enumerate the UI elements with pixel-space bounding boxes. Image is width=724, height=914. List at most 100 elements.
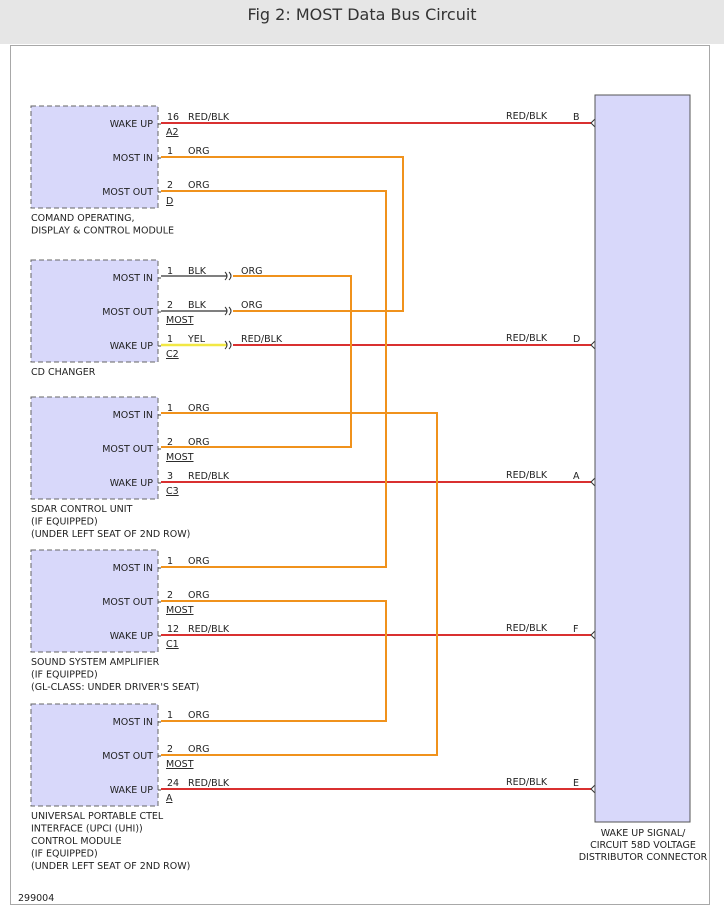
figure-header: Fig 2: MOST Data Bus Circuit bbox=[0, 0, 724, 44]
wire-color-label-cd-1: BLK bbox=[188, 300, 207, 311]
pin-label-upci-2: WAKE UP bbox=[110, 785, 154, 796]
splice-cd-out-b bbox=[228, 306, 232, 316]
pin-number-amp-0: 1 bbox=[167, 556, 173, 567]
pin-label-cd-0: MOST IN bbox=[113, 273, 153, 284]
connector-chevron-3-0 bbox=[590, 629, 597, 641]
connector-id-upci-1: A bbox=[166, 793, 173, 804]
distributor-wire-color-label-2: RED/BLK bbox=[506, 470, 548, 481]
diagram-frame: RED/BLK B RED/BLK D RED/BLK A RED/BLK F RED/BLK E… bbox=[10, 45, 710, 905]
wire-color-label-after-cd-2: RED/BLK bbox=[241, 334, 283, 345]
connector-id-amp-1: C1 bbox=[166, 639, 179, 650]
pin-number-comand-1: 1 bbox=[167, 146, 173, 157]
distributor-pin-letter-1: D bbox=[573, 334, 580, 345]
pin-label-cd-2: WAKE UP bbox=[110, 341, 154, 352]
wire-color-label-sdar-0: ORG bbox=[188, 403, 209, 414]
figure-title: Fig 2: MOST Data Bus Circuit bbox=[247, 5, 477, 24]
most-wire-cd-in bbox=[161, 275, 352, 448]
distributor-label-0: WAKE UP SIGNAL/ bbox=[601, 828, 686, 839]
pin-number-comand-2: 2 bbox=[167, 180, 173, 191]
pin-number-sdar-1: 2 bbox=[167, 437, 173, 448]
pin-label-sdar-2: WAKE UP bbox=[110, 478, 154, 489]
figure-id: 299004 bbox=[18, 893, 54, 904]
wire-color-label-comand-2: ORG bbox=[188, 180, 209, 191]
connector-id-cd-1: C2 bbox=[166, 349, 179, 360]
module-label-amp-2: (GL-CLASS: UNDER DRIVER'S SEAT) bbox=[31, 682, 199, 693]
module-label-sdar-2: (UNDER LEFT SEAT OF 2ND ROW) bbox=[31, 529, 190, 540]
module-label-upci-0: UNIVERSAL PORTABLE CTEL bbox=[31, 811, 164, 822]
splice-cd-in bbox=[224, 271, 232, 281]
pin-number-cd-1: 2 bbox=[167, 300, 173, 311]
module-label-amp-0: SOUND SYSTEM AMPLIFIER bbox=[31, 657, 160, 668]
most-bus-circuit-diagram: RED/BLK B RED/BLK D RED/BLK A RED/BLK F RED/BLK E… bbox=[18, 94, 708, 904]
module-box-comand bbox=[30, 105, 159, 209]
distributor-pin-letter-3: F bbox=[573, 624, 578, 635]
connector-id-amp-0: MOST bbox=[166, 605, 194, 616]
pin-number-upci-1: 2 bbox=[167, 744, 173, 755]
wire-color-label-after-cd-1: ORG bbox=[241, 300, 262, 311]
pin-number-upci-0: 1 bbox=[167, 710, 173, 721]
splice-cd-wake bbox=[224, 340, 232, 350]
module-label-cd-0: CD CHANGER bbox=[31, 367, 96, 378]
most-wire-comand-in bbox=[161, 156, 404, 312]
pin-label-upci-0: MOST IN bbox=[113, 717, 153, 728]
pin-number-amp-2: 12 bbox=[167, 624, 179, 635]
distributor-wire-color-label-0: RED/BLK bbox=[506, 111, 548, 122]
connector-id-sdar-0: MOST bbox=[166, 452, 194, 463]
module-box-sdar bbox=[30, 396, 159, 500]
pin-label-comand-0: WAKE UP bbox=[110, 119, 154, 130]
splice-cd-wake-b bbox=[228, 340, 232, 350]
pin-label-comand-1: MOST IN bbox=[113, 153, 153, 164]
module-label-upci-3: (IF EQUIPPED) bbox=[31, 849, 98, 860]
pin-label-cd-1: MOST OUT bbox=[102, 307, 153, 318]
pin-number-comand-0: 16 bbox=[167, 112, 179, 123]
connector-chevron-1-0 bbox=[590, 339, 597, 351]
distributor-label-2: DISTRIBUTOR CONNECTOR bbox=[579, 852, 708, 863]
module-label-upci-2: CONTROL MODULE bbox=[31, 836, 122, 847]
wire-color-label-comand-1: ORG bbox=[188, 146, 209, 157]
pin-label-amp-2: WAKE UP bbox=[110, 631, 154, 642]
distributor-pin-letter-4: E bbox=[573, 778, 579, 789]
splice-cd-in-b bbox=[228, 271, 232, 281]
splice-cd-out bbox=[224, 306, 232, 316]
distributor-wire-color-label-3: RED/BLK bbox=[506, 623, 548, 634]
pin-label-sdar-0: MOST IN bbox=[113, 410, 153, 421]
distributor-pin-letter-2: A bbox=[573, 471, 580, 482]
pin-label-upci-1: MOST OUT bbox=[102, 751, 153, 762]
distributor-wire-color-label-1: RED/BLK bbox=[506, 333, 548, 344]
pin-label-amp-0: MOST IN bbox=[113, 563, 153, 574]
wire-color-label-sdar-1: ORG bbox=[188, 437, 209, 448]
distributor-wire-color-label-4: RED/BLK bbox=[506, 777, 548, 788]
wire-color-label-after-cd-0: ORG bbox=[241, 266, 262, 277]
connector-id-comand-1: D bbox=[166, 196, 173, 207]
wire-color-label-upci-0: ORG bbox=[188, 710, 209, 721]
wire-color-label-cd-0: BLK bbox=[188, 266, 207, 277]
most-wire-amp-out bbox=[161, 600, 387, 722]
pin-number-cd-0: 1 bbox=[167, 266, 173, 277]
connector-id-sdar-1: C3 bbox=[166, 486, 179, 497]
distributor-label-1: CIRCUIT 58D VOLTAGE bbox=[590, 840, 696, 851]
wire-color-label-cd-2: YEL bbox=[187, 334, 206, 345]
module-label-upci-4: (UNDER LEFT SEAT OF 2ND ROW) bbox=[31, 861, 190, 872]
wire-color-label-comand-0: RED/BLK bbox=[188, 112, 230, 123]
splice-cd-out-a bbox=[224, 306, 228, 316]
connector-chevron-2-0 bbox=[590, 476, 597, 488]
pin-number-cd-2: 1 bbox=[167, 334, 173, 345]
pin-label-amp-1: MOST OUT bbox=[102, 597, 153, 608]
module-label-sdar-1: (IF EQUIPPED) bbox=[31, 517, 98, 528]
most-wire-comand-out bbox=[161, 190, 387, 568]
pin-label-sdar-1: MOST OUT bbox=[102, 444, 153, 455]
distributor-pin-letter-0: B bbox=[573, 112, 580, 123]
module-label-comand-0: COMAND OPERATING, bbox=[31, 213, 135, 224]
wire-color-label-amp-2: RED/BLK bbox=[188, 624, 230, 635]
wire-color-label-amp-1: ORG bbox=[188, 590, 209, 601]
wire-color-label-sdar-2: RED/BLK bbox=[188, 471, 230, 482]
distributor-connector-box bbox=[594, 94, 691, 823]
splice-cd-wake-a bbox=[224, 340, 228, 350]
pin-number-upci-2: 24 bbox=[167, 778, 179, 789]
wire-color-label-upci-2: RED/BLK bbox=[188, 778, 230, 789]
wire-color-label-upci-1: ORG bbox=[188, 744, 209, 755]
pin-label-comand-2: MOST OUT bbox=[102, 187, 153, 198]
module-label-comand-1: DISPLAY & CONTROL MODULE bbox=[31, 226, 174, 237]
pin-number-amp-1: 2 bbox=[167, 590, 173, 601]
splice-cd-in-a bbox=[224, 271, 228, 281]
